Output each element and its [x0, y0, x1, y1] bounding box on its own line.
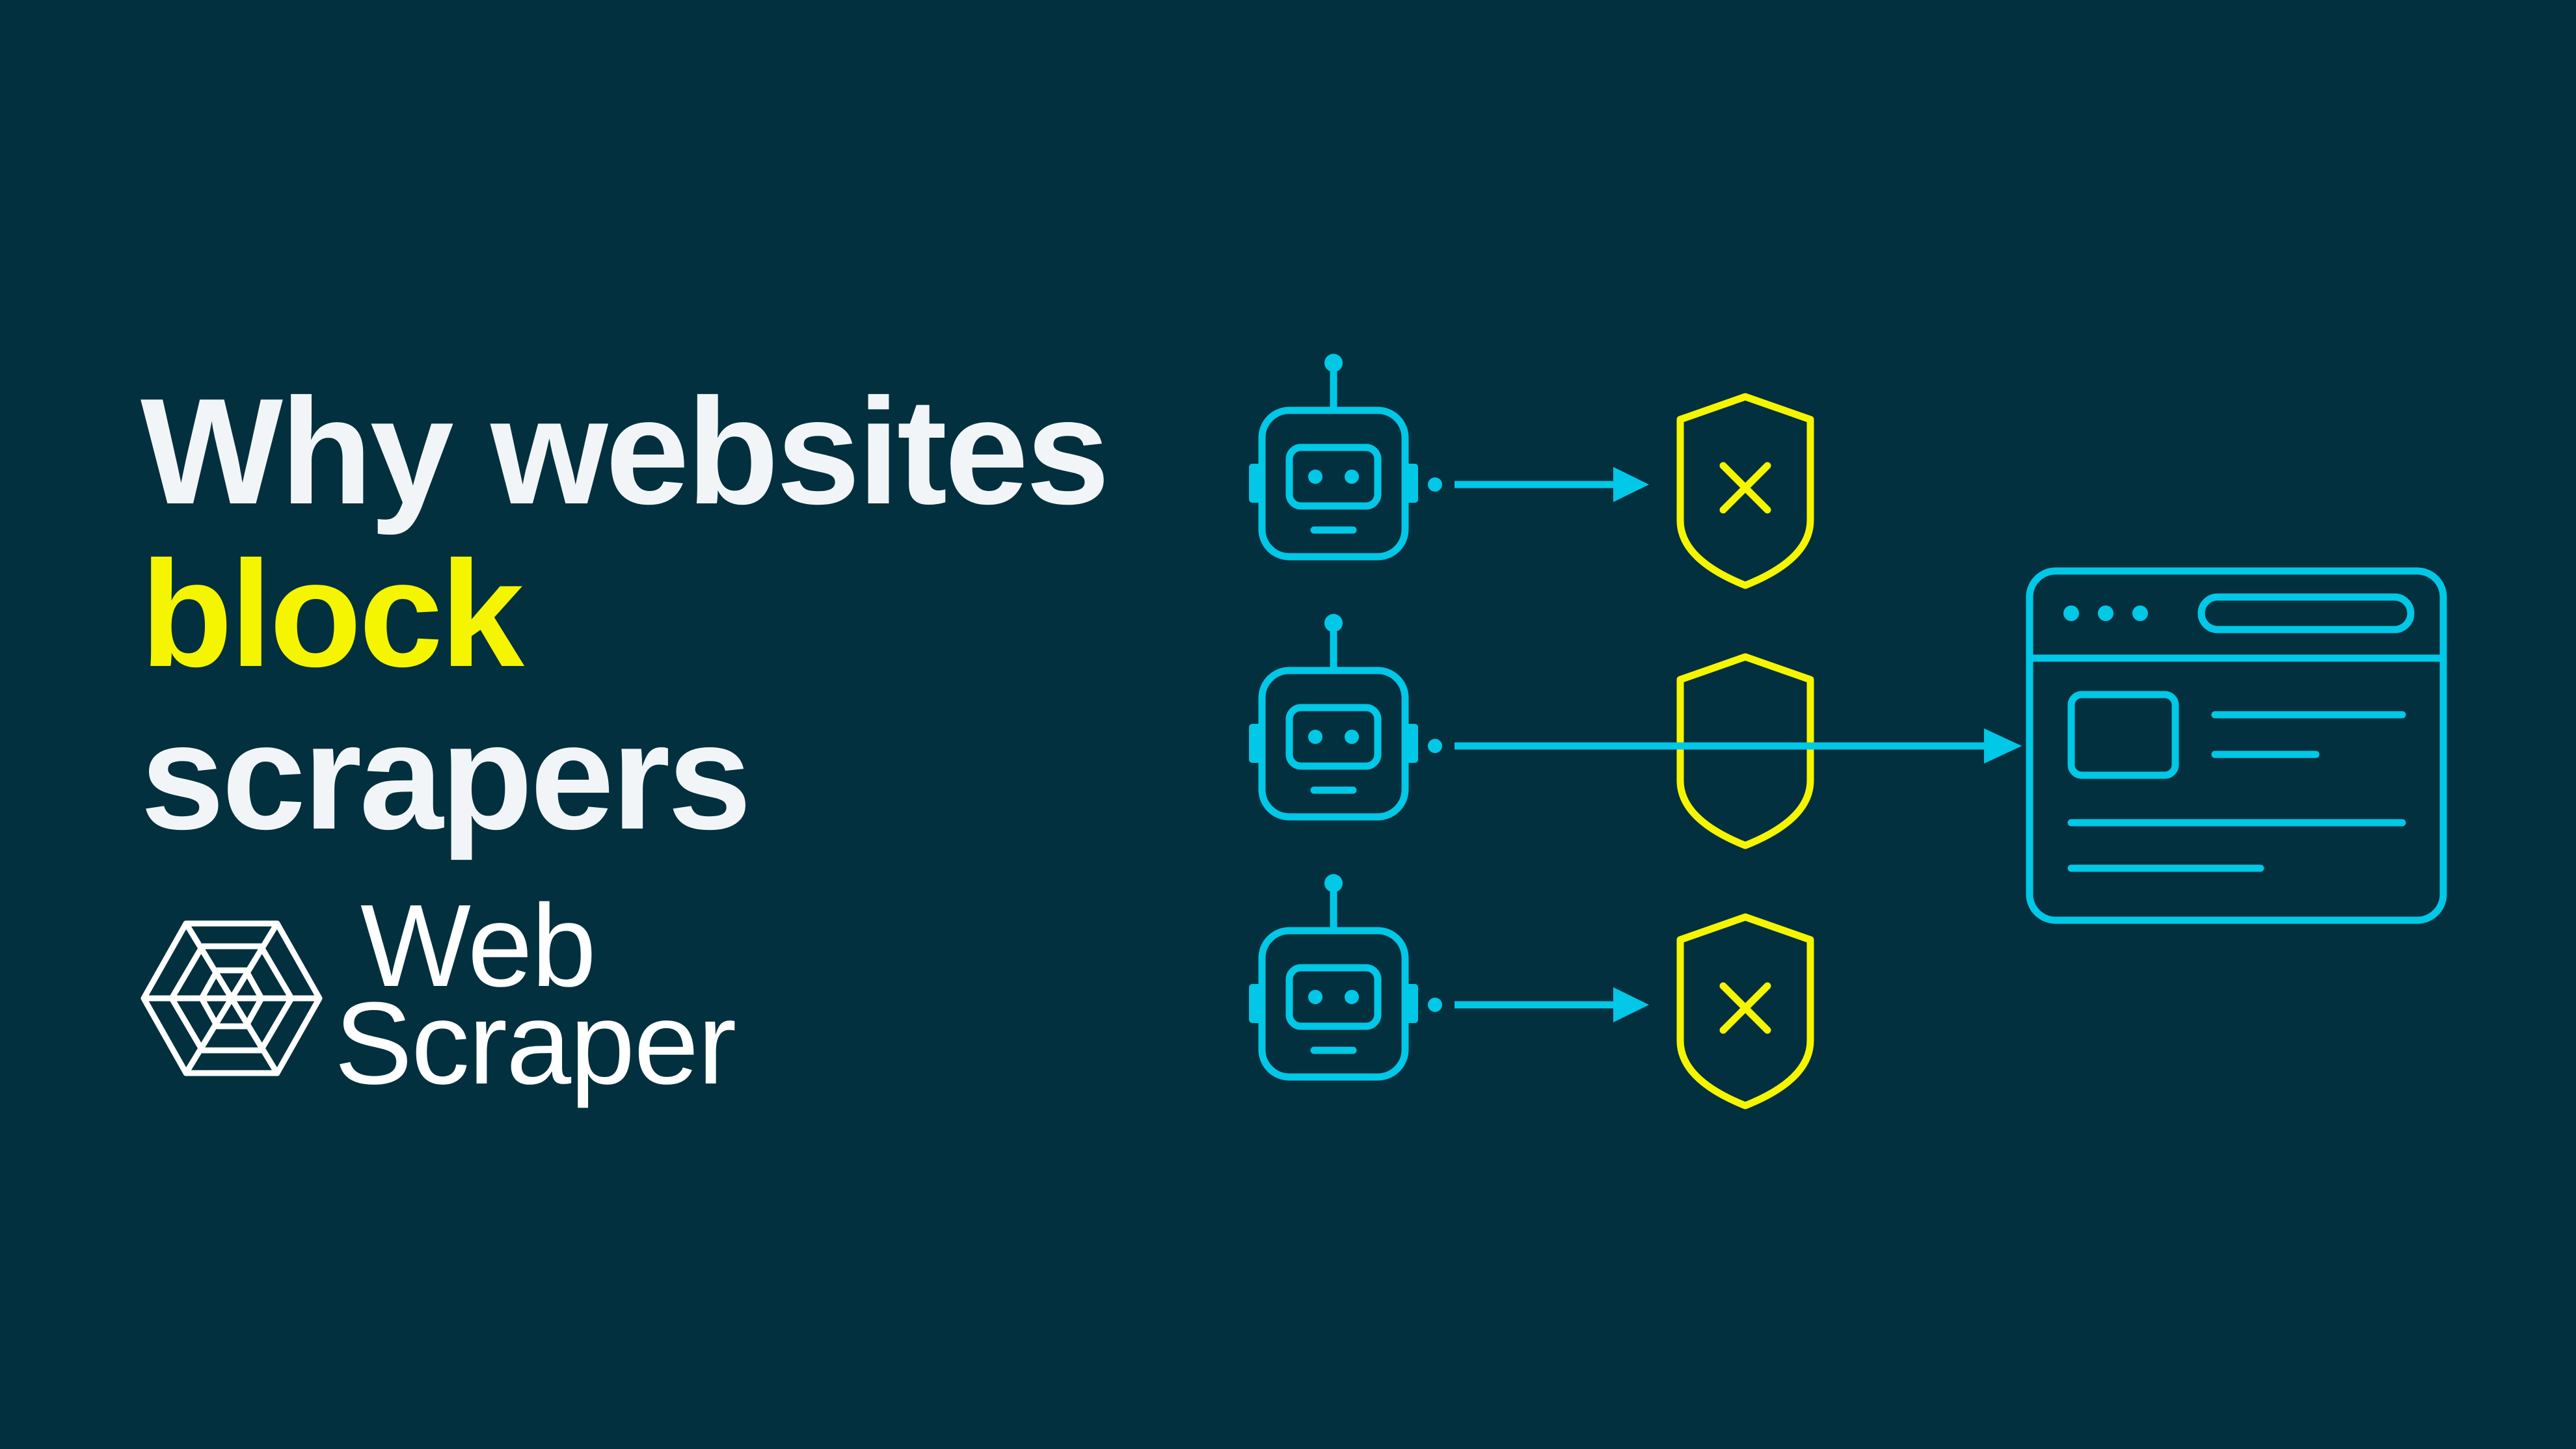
headline-line-2-highlight: block — [141, 530, 524, 698]
shield-blocked-icon-bottom — [1680, 917, 1810, 1106]
arrow-bottom — [1428, 987, 1649, 1022]
robot-icon-top — [1249, 354, 1418, 557]
webscraper-logo: Web Scraper — [141, 888, 791, 1125]
arrow-middle-through — [1428, 728, 2022, 764]
logo-word-scraper: Scraper — [334, 978, 736, 1109]
logo-wordmark: Web Scraper — [334, 881, 736, 1109]
headline-line-1: Why websites — [141, 367, 1110, 536]
browser-window-icon — [2026, 567, 2447, 924]
logo-word-web: Web — [360, 881, 597, 1011]
robot-icon-bottom — [1249, 874, 1418, 1077]
shield-passed-icon-middle — [1680, 657, 1810, 845]
shield-blocked-icon-top — [1680, 397, 1810, 585]
headline-line-3: scrapers — [141, 693, 751, 861]
spider-web-logo-icon — [141, 920, 323, 1076]
robot-icon-middle — [1249, 614, 1418, 817]
headline: Why websites block scrapers — [141, 367, 1110, 861]
arrow-top — [1428, 467, 1649, 502]
